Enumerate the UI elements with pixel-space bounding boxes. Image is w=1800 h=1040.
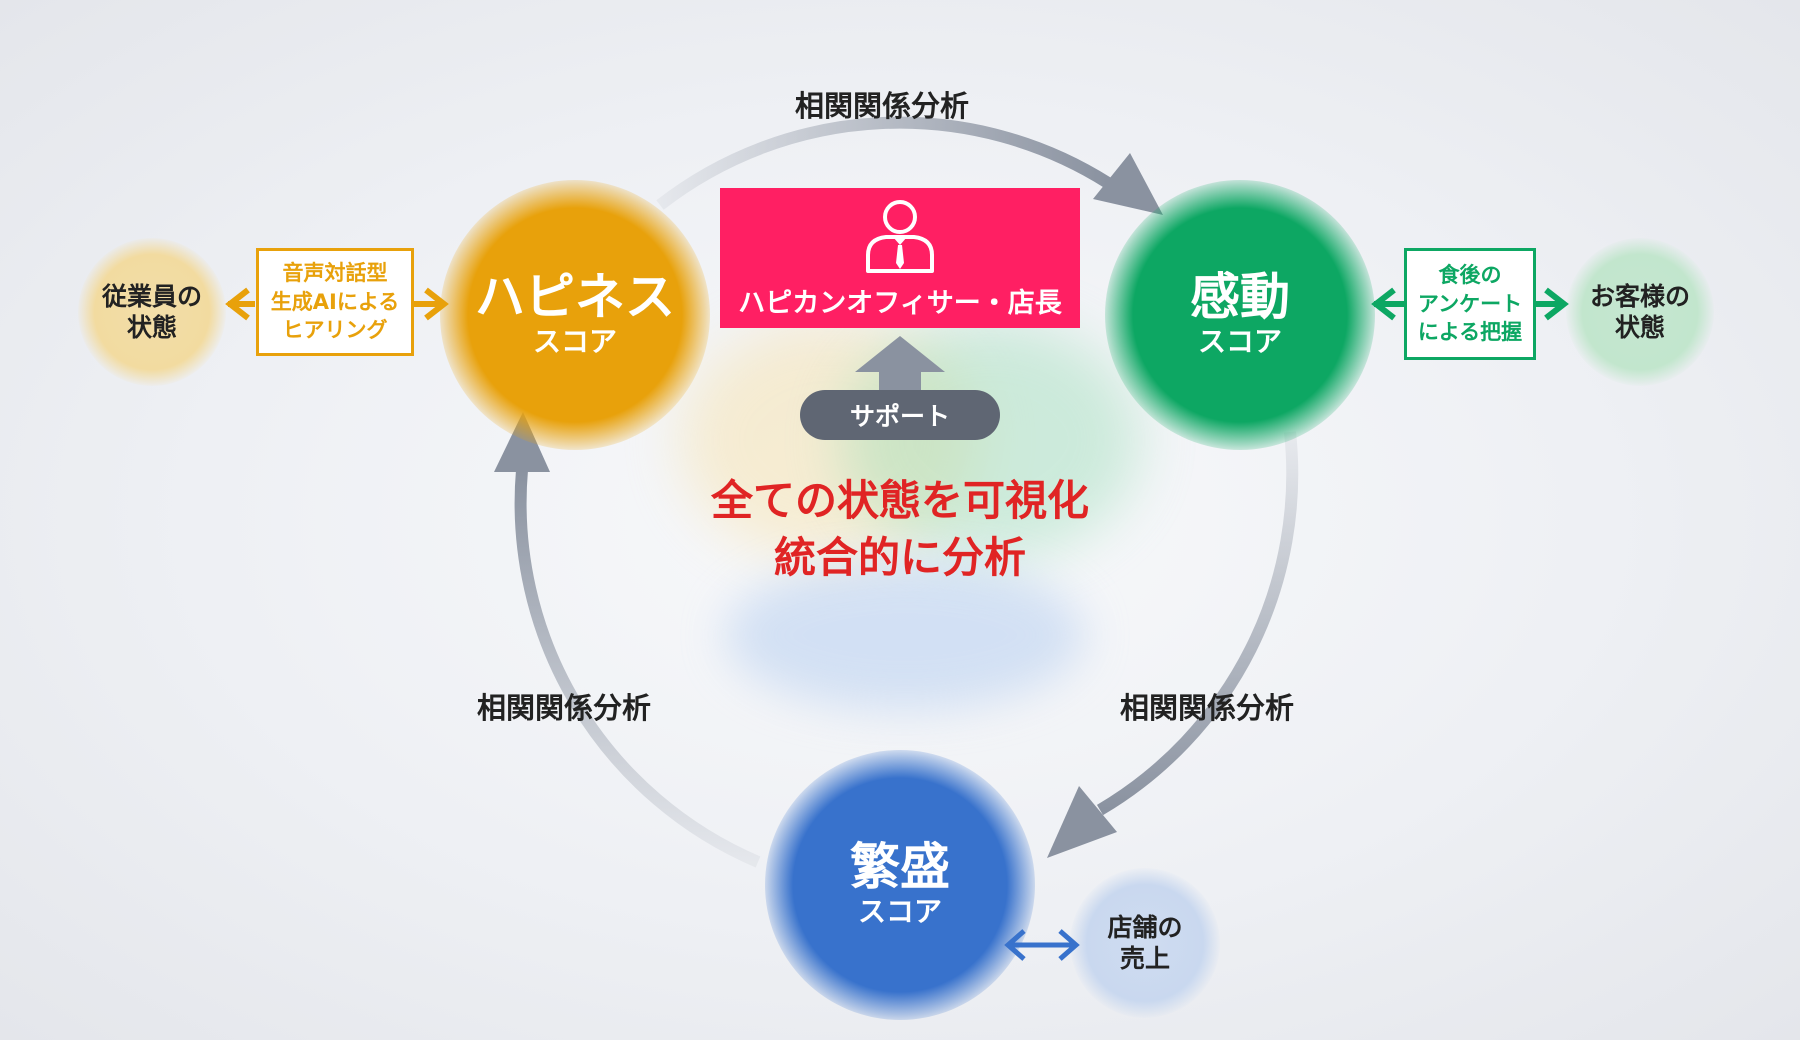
sales-double-arrow [1004, 929, 1080, 961]
arrow-right [1096, 431, 1299, 816]
support-up-arrow [855, 336, 945, 396]
support-label: サポート [849, 402, 950, 431]
customer-state-line1: お客様の [1589, 281, 1690, 311]
arrow-top [656, 116, 1112, 210]
kando-title: 感動 [1190, 268, 1290, 327]
arrow-right-head [1047, 786, 1117, 858]
officer-label: ハピカンオフィサー・店長 [738, 287, 1062, 319]
arrow-left-head [494, 412, 550, 472]
customer-state-bubble: お客様の 状態 [1566, 238, 1714, 386]
arrow-top-head [1093, 153, 1163, 215]
employee-state-line2: 状態 [126, 313, 177, 342]
survey-box: 食後の アンケート による把握 [1404, 248, 1536, 360]
survey-arrow-line-left [1374, 301, 1404, 307]
hanjo-title: 繁盛 [850, 838, 950, 897]
center-text-line1: 全ての状態を可視化 [710, 476, 1089, 526]
voice-arrow-head [424, 287, 449, 321]
person-tie-icon [866, 199, 934, 273]
store-sales-line1: 店舗の [1107, 912, 1183, 942]
relation-label-top: 相関関係分析 [795, 89, 970, 123]
center-blob-blue [725, 560, 1085, 710]
arrow-left [514, 469, 761, 868]
happiness-sub: スコア [532, 324, 617, 358]
voice-box-line3: ヒアリング [282, 318, 388, 343]
support-pill: サポート [800, 390, 1000, 440]
employee-state-line1: 従業員の [101, 281, 202, 311]
customer-arrow-head [1544, 287, 1569, 321]
happiness-title: ハピネス [475, 268, 675, 327]
center-text-line2: 統合的に分析 [773, 533, 1026, 582]
hanjo-score-node: 繁盛 スコア [765, 750, 1035, 1020]
voice-ai-hearing-box: 音声対話型 生成AIによる ヒアリング [256, 248, 414, 356]
kando-score-node: 感動 スコア [1105, 180, 1375, 450]
officer-card: ハピカンオフィサー・店長 [720, 188, 1080, 328]
center-text: 全ての状態を可視化 統合的に分析 [640, 470, 1160, 590]
survey-box-line3: による把握 [1417, 320, 1523, 345]
happiness-score-node: ハピネス スコア [440, 180, 710, 450]
hanjo-sub: スコア [857, 894, 942, 928]
survey-box-line1: 食後の [1438, 263, 1502, 288]
voice-box-line2: 生成AIによる [270, 289, 400, 314]
voice-box-line1: 音声対話型 [282, 261, 388, 286]
relation-label-left: 相関関係分析 [477, 691, 652, 725]
employee-arrow-line [228, 301, 255, 307]
voice-arrow-line [414, 301, 444, 307]
customer-state-line2: 状態 [1614, 313, 1665, 342]
customer-arrow-line [1536, 301, 1563, 307]
store-sales-line2: 売上 [1119, 944, 1170, 973]
kando-sub: スコア [1197, 324, 1282, 358]
survey-box-line2: アンケート [1417, 291, 1523, 316]
store-sales-bubble: 店舗の 売上 [1070, 868, 1220, 1018]
relation-label-right: 相関関係分析 [1120, 691, 1295, 725]
employee-state-bubble: 従業員の 状態 [78, 238, 226, 386]
